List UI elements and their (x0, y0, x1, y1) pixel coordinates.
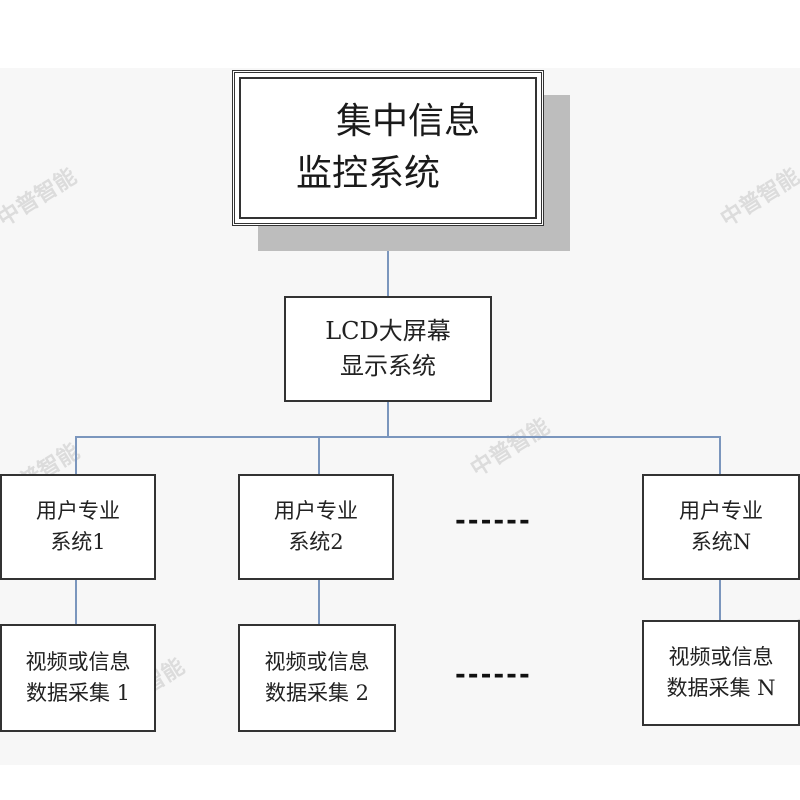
user-system-1-box: 用户专业 系统1 (0, 474, 156, 580)
connector-system-2-collector-2 (318, 578, 320, 626)
collector-2-line2: 数据采集 2 (264, 681, 370, 705)
user-system-n-box: 用户专业 系统N (642, 474, 800, 580)
ellipsis-collectors: ------ (455, 660, 532, 690)
connector-bus (75, 436, 721, 438)
ellipsis-systems: ------ (455, 506, 532, 536)
lcd-display-line1: LCD大屏幕 (325, 317, 451, 346)
watermark: 中普智能 (716, 164, 800, 233)
top-white-band (0, 0, 800, 68)
central-monitoring-line2: 监控系统 (295, 153, 440, 194)
user-system-2-line2: 系统2 (288, 530, 344, 554)
connector-system-1-collector-1 (75, 578, 77, 626)
collector-n-line2: 数据采集 N (666, 676, 776, 700)
lcd-display-line2: 显示系统 (340, 352, 436, 380)
connector-system-n-collector-n (719, 578, 721, 622)
collector-n-line1: 视频或信息 (668, 644, 774, 669)
collector-2-line1: 视频或信息 (264, 649, 370, 674)
connector-bus-system-1 (75, 436, 77, 476)
watermark: 中普智能 (466, 414, 555, 483)
connector-bus-system-2 (318, 436, 320, 476)
user-system-n-line2: 系统N (690, 530, 752, 554)
user-system-2-box: 用户专业 系统2 (238, 474, 394, 580)
user-system-2-line1: 用户专业 (274, 498, 358, 523)
user-system-1-line1: 用户专业 (36, 498, 120, 523)
central-monitoring-line1: 集中信息 (335, 100, 480, 142)
watermark: 中普智能 (0, 164, 82, 233)
user-system-n-line1: 用户专业 (679, 498, 763, 523)
collector-2-box: 视频或信息 数据采集 2 (238, 624, 396, 732)
lcd-display-box: LCD大屏幕 显示系统 (284, 296, 492, 402)
connector-top-lcd (387, 225, 389, 298)
collector-n-box: 视频或信息 数据采集 N (642, 620, 800, 726)
central-monitoring-box: 集中信息 监控系统 (232, 70, 544, 226)
collector-1-line1: 视频或信息 (25, 649, 131, 674)
connector-bus-system-n (719, 436, 721, 476)
user-system-1-line2: 系统1 (50, 530, 106, 554)
bottom-white-band (0, 765, 800, 800)
collector-1-box: 视频或信息 数据采集 1 (0, 624, 156, 732)
collector-1-line2: 数据采集 1 (25, 681, 131, 705)
connector-lcd-bus (387, 400, 389, 438)
